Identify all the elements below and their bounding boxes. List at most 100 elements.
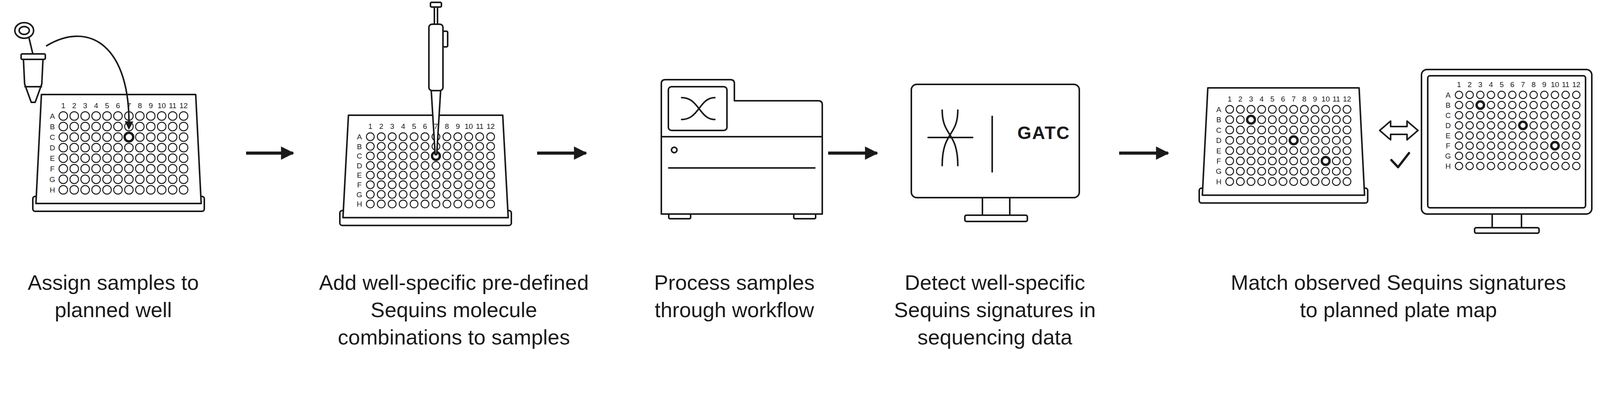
plate-well <box>399 190 408 199</box>
plate-well <box>113 132 123 142</box>
pipette-body <box>428 24 443 91</box>
plate-well <box>179 122 188 131</box>
plate-well <box>124 143 134 152</box>
row-letter: H <box>49 186 56 194</box>
divider-line <box>991 116 993 172</box>
plate-well <box>377 161 386 170</box>
column-number: 11 <box>1332 95 1341 103</box>
plate-well <box>464 132 473 141</box>
plate-well <box>91 132 101 142</box>
plate-well <box>91 185 101 195</box>
plate-well <box>91 111 101 121</box>
plate-well <box>1455 162 1463 170</box>
plate-well <box>453 190 462 199</box>
row-letter: B <box>357 142 363 150</box>
plate-well <box>58 132 68 142</box>
plate-well <box>1279 105 1288 114</box>
plate-well <box>1519 162 1527 170</box>
plate-well <box>1551 162 1559 170</box>
status-light <box>671 147 677 153</box>
pipette-button <box>442 31 448 47</box>
plate-well <box>1289 126 1298 134</box>
plate-well <box>1225 157 1234 165</box>
column-number: 1 <box>61 101 66 110</box>
plate-well <box>1540 132 1549 140</box>
plate-well <box>1300 105 1309 114</box>
well-plate <box>339 115 512 226</box>
column-number: 2 <box>379 122 384 131</box>
column-number: 1 <box>368 122 373 131</box>
plate-well <box>475 180 484 189</box>
plate-well <box>157 122 167 131</box>
plate-well <box>1540 101 1549 109</box>
plate-well <box>168 111 177 121</box>
plate-well <box>1342 177 1351 186</box>
tube-liquid <box>25 85 42 88</box>
column-number: 2 <box>1238 95 1243 103</box>
dna-strand <box>681 97 715 120</box>
column-number: 10 <box>464 122 473 131</box>
plate-well <box>486 161 495 170</box>
plate-well <box>102 122 112 131</box>
plate-well <box>1236 115 1245 124</box>
column-number: 11 <box>168 101 177 110</box>
column-number: 3 <box>1478 80 1483 89</box>
plate-well <box>1551 132 1559 140</box>
plate-well <box>113 111 123 121</box>
plate-well <box>442 151 451 160</box>
plate-well <box>1321 146 1330 155</box>
row-letter: D <box>356 161 363 170</box>
plate-well <box>1289 115 1298 124</box>
step-panel: Match observed Sequins signatures to pla… <box>1167 0 1598 243</box>
plate-well <box>1487 121 1495 130</box>
plate-well <box>1257 146 1266 155</box>
pipette-tip <box>431 90 441 155</box>
plate-well <box>1476 111 1484 120</box>
well-plate <box>1199 87 1368 204</box>
plate-well <box>464 180 473 189</box>
plate-well <box>399 151 408 160</box>
highlighted-well <box>1321 157 1330 165</box>
plate-well <box>69 122 79 131</box>
step-panel: Add well-specific pre-defined Sequins mo… <box>292 0 538 243</box>
plate-well <box>1562 152 1570 160</box>
plate-well <box>102 185 112 195</box>
plate-well <box>1498 132 1506 140</box>
plate-well <box>377 180 386 189</box>
plate-well <box>1342 167 1351 175</box>
column-number: 5 <box>1499 80 1504 89</box>
step-panel: Assign samples to planned well <box>11 0 247 243</box>
plate-well <box>1332 177 1341 186</box>
plate-well <box>168 175 177 184</box>
plate-well <box>1508 111 1517 120</box>
plate-well <box>69 132 79 142</box>
plate-well <box>146 111 156 121</box>
plate-well <box>1257 115 1266 124</box>
plate-well <box>1508 162 1517 170</box>
plate-well <box>146 153 156 163</box>
row-letter: B <box>1216 116 1222 124</box>
row-letter: H <box>356 200 363 208</box>
plate-well <box>113 185 123 195</box>
row-letter: C <box>1216 126 1222 134</box>
plate-well <box>1530 91 1538 99</box>
row-letter: F <box>1445 142 1451 150</box>
row-letter: E <box>357 171 363 179</box>
step-caption: Assign samples to planned well <box>11 268 215 324</box>
plate-well <box>388 190 397 199</box>
plate-well <box>1279 177 1288 186</box>
plate-well <box>1466 111 1474 120</box>
plate-well <box>1466 101 1474 109</box>
plate-well <box>442 161 451 170</box>
plate-well <box>168 143 177 152</box>
tube-lid-inner <box>19 26 30 35</box>
plate-well <box>179 111 188 121</box>
column-number: 2 <box>1467 80 1472 89</box>
plate-well <box>168 164 177 174</box>
highlighted-well <box>1476 101 1484 109</box>
row-letter: F <box>50 165 55 173</box>
step-caption: Add well-specific pre-defined Sequins mo… <box>313 268 595 351</box>
plate-top <box>342 115 509 218</box>
plate-well <box>399 171 408 179</box>
plate-well <box>102 143 112 152</box>
